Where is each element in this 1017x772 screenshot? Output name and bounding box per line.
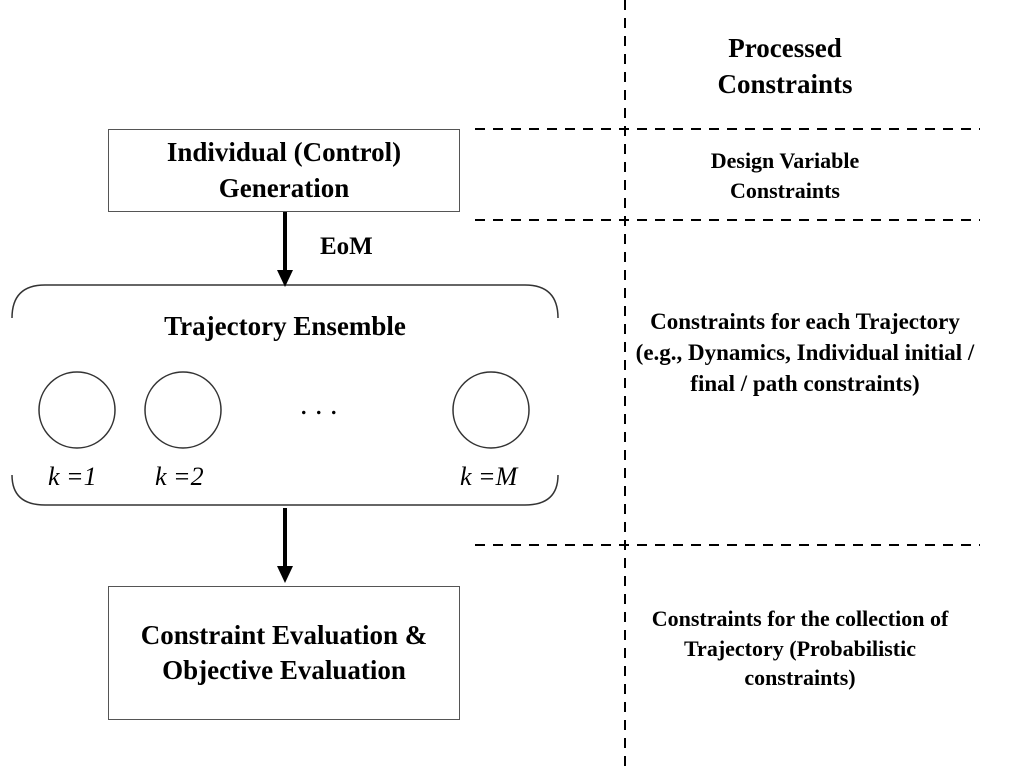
ensemble-title: Trajectory Ensemble [164,311,406,341]
design-variable-constraints: Design Variable Constraints [710,148,860,203]
trajectory-circle-m [452,371,530,449]
km-label: k =M [460,462,518,491]
ensemble-bottom-bracket [11,474,559,506]
arrow-head-2 [277,566,293,583]
collection-constraints: Constraints for the collection of Trajec… [651,606,949,691]
k1-label: k =1 [48,462,97,491]
individual-generation-box: Individual (Control) Generation [108,129,460,212]
trajectory-circle-2 [144,371,222,449]
arrow-head-1 [277,270,293,287]
ellipsis: . . . [300,388,338,421]
eom-label: EoM [320,233,373,260]
trajectory-circle-1 [38,371,116,449]
header-processed-constraints: Processed Constraints [717,33,853,100]
evaluation-box: Constraint Evaluation & Objective Evalua… [108,586,460,720]
trajectory-constraints: Constraints for each Trajectory (e.g., D… [635,309,975,397]
k2-label: k =2 [155,462,204,491]
